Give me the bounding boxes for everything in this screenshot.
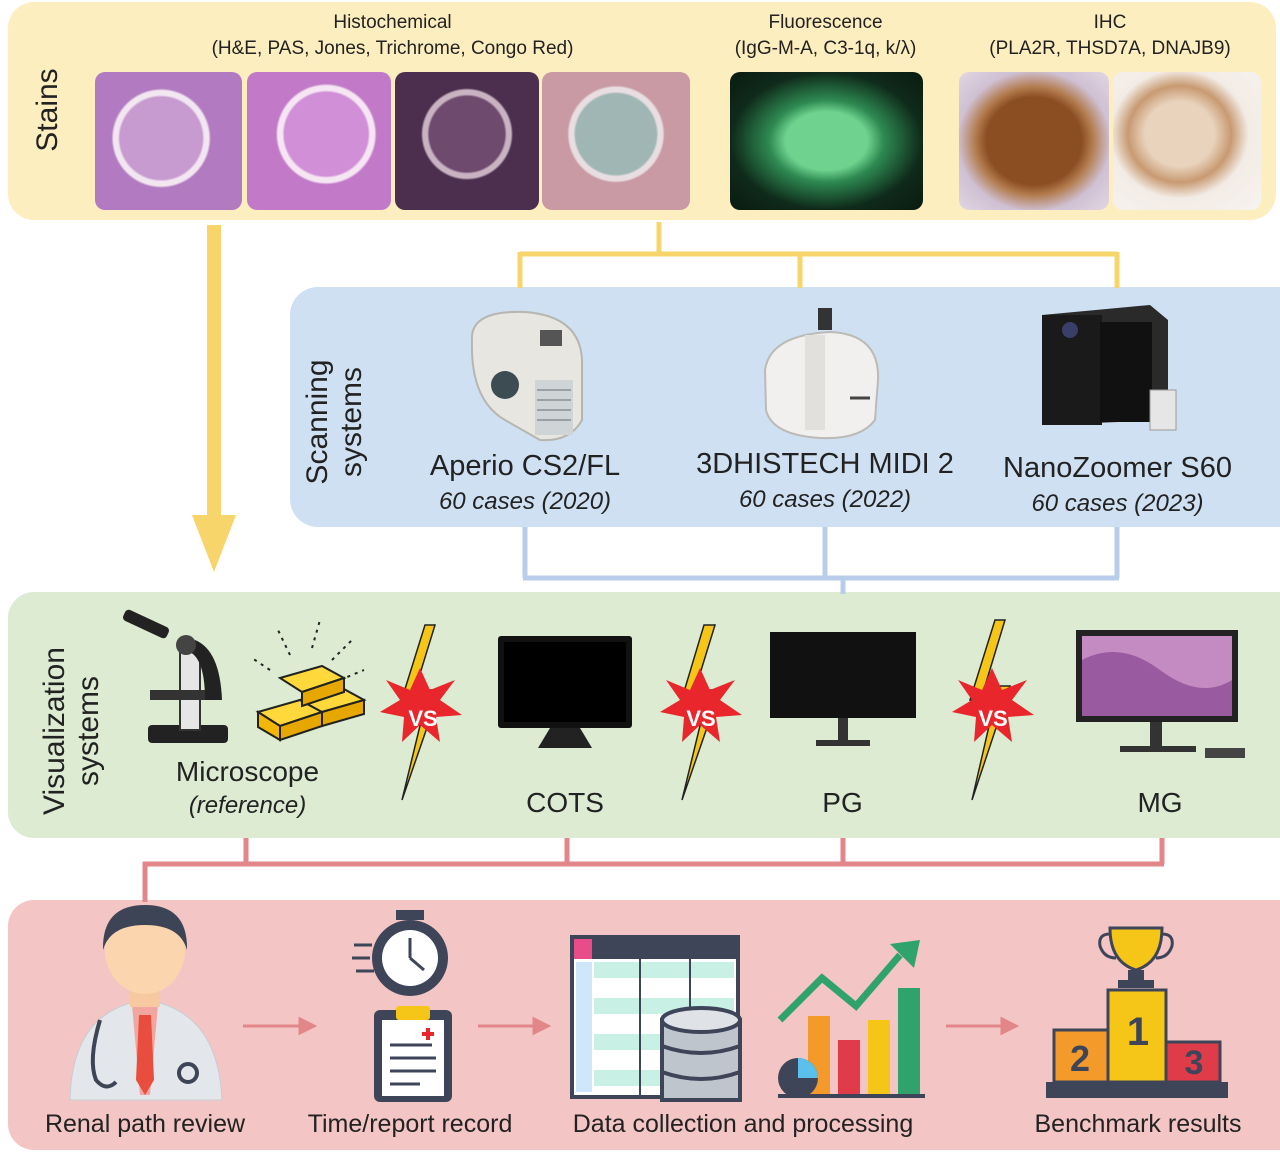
fluorescence-title: Fluorescence (IgG-M-A, C3-1q, k/λ) [734,12,917,59]
histochemical-title: Histochemical (H&E, PAS, Jones, Trichrom… [211,12,574,59]
nanozoomer-cases: 60 cases (2023) [1031,490,1204,517]
gold-bars-icon [251,619,367,742]
scanners-to-visualization-connector [522,527,1120,594]
vs-badge-2 [660,624,742,801]
stains-to-microscope-arrow-head [192,515,236,572]
he-stain-image [95,72,242,210]
podium-second-place: 2 [1069,1038,1091,1079]
pg-monitor-icon [770,632,916,746]
stains-to-microscope-arrow-shaft [207,225,221,515]
workflow-step-arrows [243,1016,1020,1036]
microscope-reference-note: (reference) [188,792,307,819]
pg-label: PG [822,787,863,818]
midi-name: 3DHISTECH MIDI 2 [696,448,954,480]
vs-text-2: VS [686,706,716,731]
jones-stain-image [395,72,539,210]
nanozoomer-scanner-icon [1042,305,1177,431]
growth-chart-icon [777,940,925,1098]
visualization-systems-panel [8,592,1280,838]
doctor-icon [69,905,223,1101]
step-benchmark-results: Benchmark results [1034,1110,1242,1138]
cots-monitor-icon [498,636,632,748]
podium-third-place: 3 [1184,1044,1204,1082]
aperio-name: Aperio CS2/FL [429,450,621,482]
clipboard-icon [374,1006,452,1102]
podium-first-place: 1 [1126,1010,1150,1054]
mg-monitor-icon [1076,630,1245,758]
nanozoomer-name: NanoZoomer S60 [1003,452,1232,484]
mg-label: MG [1137,787,1183,818]
vs-text-3: VS [978,706,1008,731]
visualization-to-review-connector [142,838,1165,902]
pas-stain-image [247,72,391,210]
aperio-cases: 60 cases (2020) [438,488,612,515]
step-time-report-record: Time/report record [307,1110,513,1138]
vs-badge-1 [380,624,462,801]
trichrome-stain-image [542,72,690,210]
step-renal-path-review: Renal path review [44,1110,246,1138]
midi-cases: 60 cases (2022) [738,486,912,513]
microscope-label: Microscope [175,756,320,787]
fluorescence-stain-image [730,72,923,210]
microscope-icon [123,609,228,743]
database-icon [660,1006,742,1102]
trophy-podium-icon [1046,926,1228,1098]
cots-label: COTS [526,787,604,818]
vs-text-1: VS [408,706,438,731]
pla2r-ihc-image [959,72,1109,210]
stains-to-scanners-connector [517,222,1120,288]
ihc-title: IHC (PLA2R, THSD7A, DNAJB9) [989,12,1231,59]
midi-scanner-icon [763,308,880,440]
stopwatch-icon [352,910,448,996]
step-data-collection: Data collection and processing [572,1110,914,1138]
thsd7a-ihc-image [1113,72,1261,210]
aperio-scanner-icon [470,310,583,442]
vs-badge-3 [952,619,1034,801]
